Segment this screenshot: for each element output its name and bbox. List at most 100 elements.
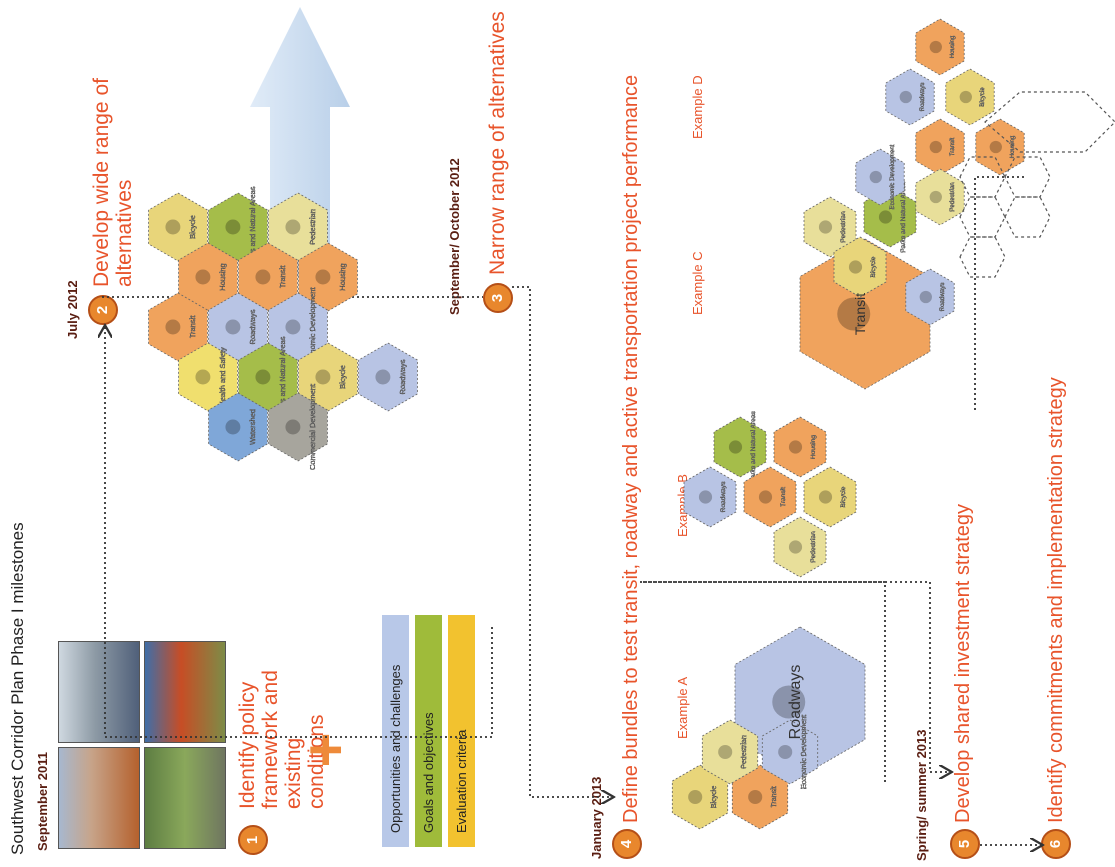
hex-bicycle xyxy=(148,192,208,262)
connector-3-4 xyxy=(512,286,612,797)
hex-label-bicycle: Bicycle xyxy=(840,486,847,507)
hex-label-health: Health and Safety xyxy=(218,347,227,407)
hex-housing xyxy=(178,242,238,312)
hex-roadways xyxy=(358,342,418,412)
hex-bicycle xyxy=(803,466,857,528)
hex-tstrip xyxy=(799,238,931,390)
hex-label-pedestrian: Pedestrian xyxy=(308,209,317,245)
hex-label-transit: Transit xyxy=(771,786,778,807)
hex-economic xyxy=(268,292,328,362)
hex-bicycle xyxy=(833,236,887,298)
trees-icon xyxy=(225,219,241,235)
hex-label-transit: Transit xyxy=(949,137,956,156)
bicycle-icon xyxy=(818,490,833,504)
trees-icon xyxy=(255,369,271,385)
hex-housing xyxy=(975,118,1025,176)
car-icon xyxy=(375,369,391,385)
hex-roadways xyxy=(885,68,935,126)
hex-label-pedestrian: Pedestrian xyxy=(949,182,956,212)
bus-icon xyxy=(255,269,271,285)
hex-bicycle xyxy=(671,764,729,830)
hex-housing xyxy=(773,416,827,478)
hex-label-roadways: Roadways xyxy=(720,481,727,512)
car-icon xyxy=(919,290,932,304)
dollar-icon xyxy=(285,319,301,335)
hex-label-transit: Transit xyxy=(278,265,287,288)
hex-parks xyxy=(208,192,268,262)
car-icon xyxy=(225,319,241,335)
factory-icon xyxy=(285,419,301,435)
hex-label-pedestrian: Pedestrian xyxy=(810,531,817,563)
hex-label-housing: Housing xyxy=(810,435,817,460)
house-icon xyxy=(315,269,331,285)
house-icon xyxy=(788,440,803,454)
hex-label-bicycle: Bicycle xyxy=(188,215,197,239)
bus-icon xyxy=(929,140,942,154)
roadways-big-label: Roadways xyxy=(787,665,804,740)
hex-label-pedestrian: Pedestrian xyxy=(741,735,748,769)
car-icon xyxy=(899,90,912,104)
hex-label-roadways: Roadways xyxy=(398,359,407,394)
hex-roadways xyxy=(905,268,955,326)
hex-label-commercial: Commercial Development xyxy=(308,383,317,470)
hex-bicycle xyxy=(945,68,995,126)
hex-label-transit: Transit xyxy=(780,487,787,507)
bicycle-icon xyxy=(959,90,972,104)
hex-pedestrian xyxy=(701,719,759,785)
hex-commercial xyxy=(268,392,328,462)
car-icon xyxy=(772,685,806,719)
trees-icon xyxy=(728,440,743,454)
hex-housing xyxy=(298,242,358,312)
connector-b-c xyxy=(640,581,950,772)
hex-economic xyxy=(855,148,905,206)
dollar-icon xyxy=(869,170,882,184)
car-icon xyxy=(698,490,713,504)
connector-cd xyxy=(974,176,1025,410)
trees-icon xyxy=(878,210,893,224)
empty-hex-outline xyxy=(959,91,1115,278)
hex-bicycle xyxy=(298,342,358,412)
hex-label-parks: Parks and Natural Areas xyxy=(900,181,907,253)
hex-roadways xyxy=(208,292,268,362)
hex-label-economic: Economic Development xyxy=(308,287,317,367)
hex-pedestrian xyxy=(803,196,857,258)
dollar-icon xyxy=(778,744,793,760)
hex-transit xyxy=(915,118,965,176)
hex-label-roadways: Roadways xyxy=(939,283,946,312)
hex-label-housing: Housing xyxy=(949,35,956,58)
bus-icon xyxy=(748,789,763,805)
hex-health xyxy=(178,342,238,412)
hex-pedestrian xyxy=(268,192,328,262)
hex-pedestrian xyxy=(915,168,965,226)
pedestrian-icon xyxy=(818,220,833,234)
hex-label-parks: Parks and Natural Areas xyxy=(278,336,287,417)
hex-label-transit: Transit xyxy=(188,315,197,338)
hex-label-bicycle: Bicycle xyxy=(870,256,877,277)
bus-icon xyxy=(758,490,773,504)
hex-pedestrian xyxy=(773,516,827,578)
hex-parks xyxy=(713,416,767,478)
bicycle-icon xyxy=(848,260,863,274)
bus-icon xyxy=(165,319,181,335)
hex-label-housing: Housing xyxy=(218,263,227,290)
house-icon xyxy=(929,40,942,54)
hex-transit xyxy=(148,292,208,362)
hex-housing xyxy=(915,18,965,76)
transit-big-label: Transit xyxy=(852,293,868,335)
pedestrian-icon xyxy=(788,540,803,554)
house-icon xyxy=(195,269,211,285)
pedestrian-icon xyxy=(718,744,733,760)
hex-label-roadways: Roadways xyxy=(248,309,257,344)
hex-watershed xyxy=(208,392,268,462)
hex-transit xyxy=(731,764,789,830)
hex-label-pedestrian: Pedestrian xyxy=(840,211,847,243)
hex-label-parks: Parks and Natural Areas xyxy=(248,186,257,267)
hex-parks xyxy=(238,342,298,412)
house-icon xyxy=(989,140,1002,154)
hex-label-bicycle: Bicycle xyxy=(338,365,347,389)
hex-label-housing: Housing xyxy=(338,263,347,290)
hex-label-watershed: Watershed xyxy=(248,409,257,445)
bicycle-icon xyxy=(315,369,331,385)
